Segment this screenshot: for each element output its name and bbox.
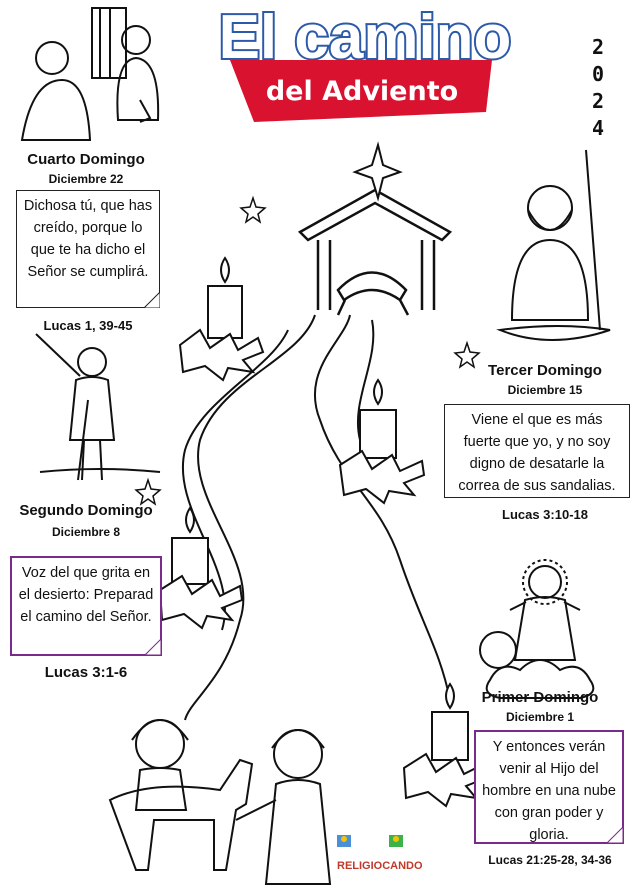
third-sunday-date: Diciembre 15 (507, 383, 583, 397)
first-sunday-date: Diciembre 1 (505, 710, 575, 724)
star-icon (239, 195, 267, 224)
title-main-text: El camino (219, 4, 512, 68)
star-icon (453, 340, 481, 369)
year-digit: 2 (591, 35, 605, 59)
john-pointing-illustration (35, 333, 161, 481)
banner-shape (230, 60, 492, 122)
advent-candle-3 (158, 506, 244, 630)
jesus-cloud-illustration (479, 559, 595, 699)
page-curl-icon (607, 827, 623, 843)
first-sunday-title: Primer Domingo (481, 689, 599, 706)
title-banner: del Adviento (230, 60, 492, 122)
title-sub: del Adviento (266, 76, 458, 107)
advent-candle-4 (402, 682, 488, 808)
fourth-sunday-note: Dichosa tú, que has creído, porque lo qu… (16, 190, 160, 308)
third-sunday-reference: Lucas 3:10-18 (502, 507, 588, 522)
third-sunday-note: Viene el que es más fuerte que yo, y no … (444, 404, 630, 498)
advent-candle-2 (338, 378, 426, 505)
third-sunday-quote: Viene el que es más fuerte que yo, y no … (458, 412, 616, 494)
road (182, 314, 451, 721)
page-curl-icon (144, 292, 160, 308)
religiocando-logo: RELIGIOCANDO (337, 833, 423, 875)
second-sunday-reference: Lucas 3:1-6 (44, 664, 128, 681)
elizabeth-mary-illustration (20, 7, 160, 141)
second-sunday-date: Diciembre 8 (51, 525, 121, 539)
year: 2 0 2 4 (588, 34, 608, 142)
second-sunday-title: Segundo Domingo (19, 502, 153, 519)
fourth-sunday-quote: Dichosa tú, que has creído, porque lo qu… (23, 198, 153, 280)
advent-candle-1 (178, 256, 265, 382)
first-sunday-reference: Lucas 21:25-28, 34-36 (488, 853, 612, 867)
title-main: El camino (217, 4, 514, 68)
second-sunday-quote: Voz del que grita en el desierto: Prepar… (18, 565, 154, 625)
year-digit: 0 (591, 62, 605, 86)
logo-figures-icon (337, 835, 403, 847)
nativity-stable (297, 188, 453, 316)
second-sunday-note: Voz del que grita en el desierto: Prepar… (10, 556, 162, 656)
john-baptist-illustration (496, 149, 611, 341)
bethlehem-star-icon (352, 141, 403, 202)
fourth-sunday-reference: Lucas 1, 39-45 (43, 318, 133, 333)
logo-text: RELIGIOCANDO (337, 860, 423, 872)
fourth-sunday-date: Diciembre 22 (48, 172, 124, 186)
first-sunday-quote: Y entonces verán venir al Hijo del hombr… (482, 739, 616, 843)
fourth-sunday-title: Cuarto Domingo (27, 151, 145, 168)
mary-joseph-donkey-illustration (108, 719, 332, 885)
page-curl-icon (145, 639, 161, 655)
year-digit: 2 (591, 89, 605, 113)
third-sunday-title: Tercer Domingo (488, 362, 602, 379)
year-digit: 4 (591, 116, 605, 140)
star-icon (134, 477, 162, 506)
first-sunday-note: Y entonces verán venir al Hijo del hombr… (474, 730, 624, 844)
